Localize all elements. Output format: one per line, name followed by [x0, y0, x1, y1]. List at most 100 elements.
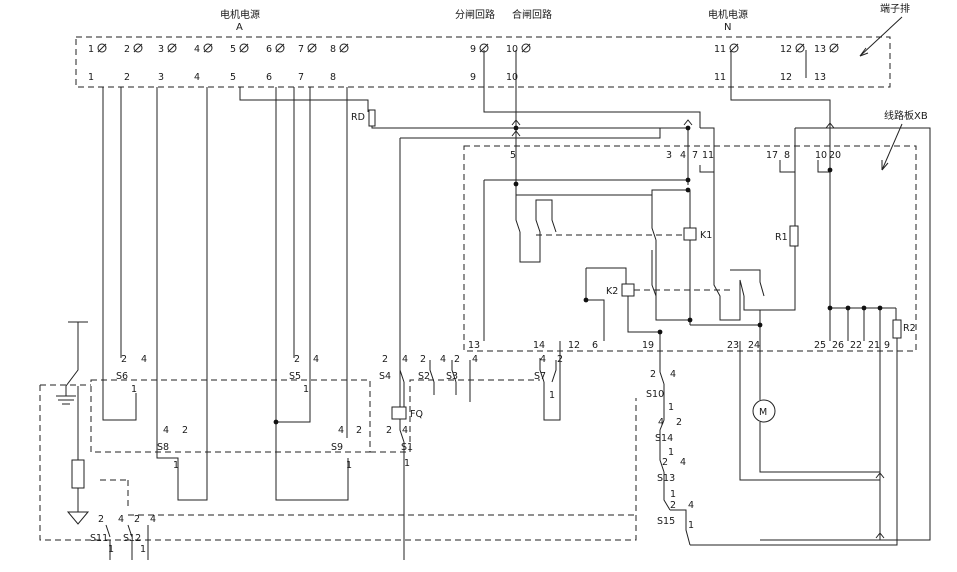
terminal-screw-slash — [829, 43, 839, 53]
resistor-r2 — [892, 319, 902, 339]
label-s13: S13 — [657, 473, 675, 484]
wire-r1-chain — [759, 128, 796, 330]
contact-number: 1 — [140, 544, 146, 555]
contact-number: 2 — [454, 354, 460, 365]
node-c — [685, 187, 691, 193]
contact-number: 1 — [670, 489, 676, 500]
label-k2: K2 — [606, 286, 618, 297]
contact-number: 2 — [121, 354, 127, 365]
terminal-number-bottom: 5 — [230, 72, 236, 83]
terminal-number-top: 6 — [266, 44, 272, 55]
terminal-number-bottom: 8 — [330, 72, 336, 83]
k2-motor-contacts — [713, 172, 760, 321]
terminal-number-top: 8 — [330, 44, 336, 55]
contact-number: 4 — [118, 514, 124, 525]
contact-number: 4 — [338, 425, 344, 436]
pin-11: 11 — [702, 150, 714, 161]
terminal-screw-icon — [521, 43, 531, 53]
contact-number: 1 — [173, 460, 179, 471]
pin-19: 19 — [642, 340, 654, 351]
terminal-number-bottom: 6 — [266, 72, 272, 83]
label-s1: S1 — [401, 442, 413, 453]
title-phase-n: N — [724, 22, 731, 33]
pin-10: 10 — [815, 150, 827, 161]
terminal-screw-slash — [307, 43, 317, 53]
terminal-screw-slash — [275, 43, 285, 53]
wire-board-5 — [400, 128, 661, 185]
terminal-number-top: 7 — [298, 44, 304, 55]
contact-number: 1 — [668, 447, 674, 458]
k1-contacts — [515, 195, 557, 263]
contact-number: 1 — [303, 384, 309, 395]
pin-3: 3 — [666, 150, 672, 161]
wire-t11 — [730, 50, 831, 175]
terminal-number-top: 1 — [88, 44, 94, 55]
title-motor-power-a: 电机电源 — [220, 8, 260, 21]
wire-t3-s8 — [156, 87, 208, 501]
contact-number: 1 — [549, 390, 555, 401]
contact-number: 4 — [440, 354, 446, 365]
s2-s3-s7 — [429, 341, 561, 421]
terminal-number-top: 12 — [780, 44, 792, 55]
label-fq: FQ — [410, 409, 423, 420]
bus-24 — [690, 324, 761, 330]
k2-motor-contacts-b — [730, 269, 765, 297]
label-s14: S14 — [655, 433, 673, 444]
terminal-number-top: 9 — [470, 44, 476, 55]
terminal-number-bottom: 2 — [124, 72, 130, 83]
terminal-number-bottom: 1 — [88, 72, 94, 83]
pin-9: 9 — [884, 340, 890, 351]
terminal-strip-box — [75, 36, 891, 88]
pin-20: 20 — [829, 150, 841, 161]
loop-10-20 — [817, 160, 830, 173]
terminal-screw-slash — [339, 43, 349, 53]
pin-23: 23 — [727, 340, 739, 351]
terminal-number-top: 4 — [194, 44, 200, 55]
terminal-screw-icon — [97, 43, 107, 53]
contact-number: 4 — [402, 425, 408, 436]
s4-s1-chain — [399, 358, 405, 560]
s11-s12-lower — [105, 524, 149, 560]
label-s15: S15 — [657, 516, 675, 527]
title-circuit-board: 线路板XB — [884, 109, 928, 122]
k1-nc — [651, 195, 690, 321]
left-outer-box — [39, 379, 637, 541]
node-l — [845, 305, 851, 311]
node-f — [687, 317, 693, 323]
title-close-circuit: 合闸回路 — [512, 8, 552, 21]
crossover-marks — [511, 119, 885, 539]
pin-21: 21 — [868, 340, 880, 351]
terminal-screw-slash — [167, 43, 177, 53]
pin-13: 13 — [468, 340, 480, 351]
terminal-screw-slash — [521, 43, 531, 53]
pin-24: 24 — [748, 340, 760, 351]
left-lower-box — [100, 479, 636, 516]
k2-contact — [651, 250, 657, 297]
wire-t1-s6 — [102, 87, 137, 421]
circuit-board-arrow — [881, 160, 889, 171]
label-s8: S8 — [157, 442, 169, 453]
pin-4: 4 — [680, 150, 686, 161]
title-motor-power-n: 电机电源 — [708, 8, 748, 21]
contact-number: 4 — [402, 354, 408, 365]
pin-8: 8 — [784, 150, 790, 161]
contact-number: 4 — [658, 417, 664, 428]
contact-number: 2 — [662, 457, 668, 468]
terminal-number-bottom: 12 — [780, 72, 792, 83]
terminal-screw-icon — [339, 43, 349, 53]
contact-number: 2 — [386, 425, 392, 436]
node-m — [861, 305, 867, 311]
contact-number: 1 — [404, 458, 410, 469]
node-i — [757, 322, 763, 328]
title-phase-a: A — [236, 22, 243, 33]
pin-6: 6 — [592, 340, 598, 351]
motor-wires — [759, 330, 880, 473]
label-s9: S9 — [331, 442, 343, 453]
contact-number: 1 — [108, 544, 114, 555]
wire-t8-s5 — [276, 87, 311, 423]
terminal-screw-icon — [203, 43, 213, 53]
terminal-number-bottom: 3 — [158, 72, 164, 83]
k2-loop — [585, 267, 627, 341]
